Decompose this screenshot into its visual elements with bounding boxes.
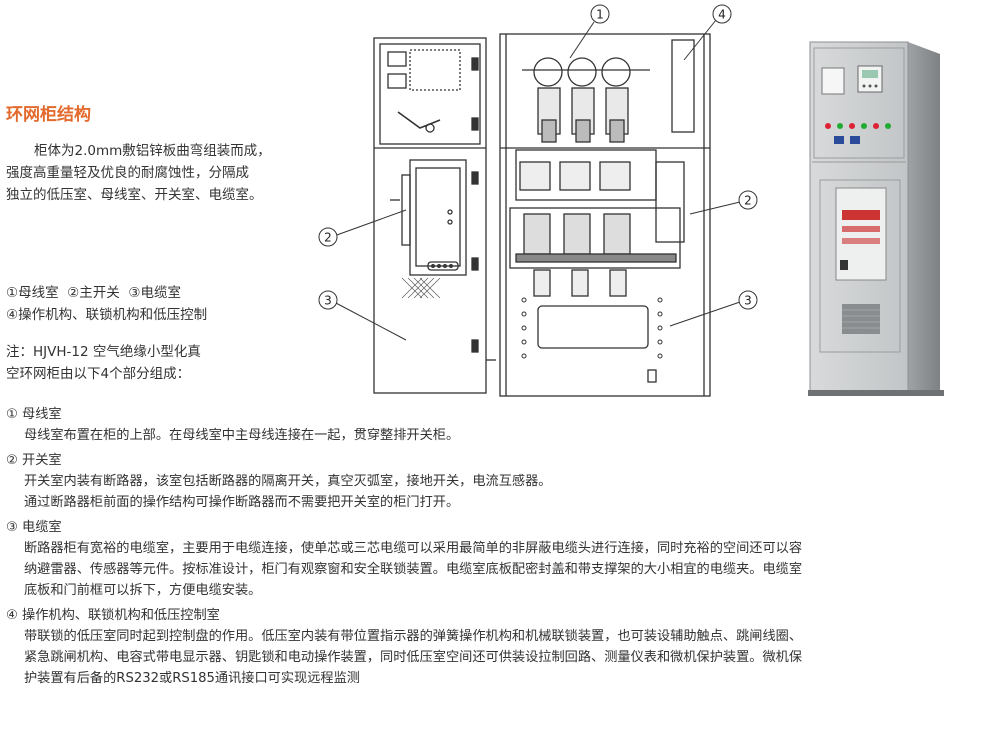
intro-line-3: 独立的低压室、母线室、开关室、电缆室。 (6, 187, 263, 203)
component-legend: ①母线室 ②主开关 ③电缆室 ④操作机构、联锁机构和低压控制 (6, 282, 207, 326)
section-cable-room: ③ 电缆室 断路器柜有宽裕的电缆室，主要用于电缆连接，使单芯或三芯电缆可以采用最… (6, 517, 984, 601)
intro-line-2: 强度高重量轻及优良的耐腐蚀性，分隔成 (6, 165, 249, 181)
svg-text:4: 4 (718, 8, 726, 22)
front-view-bolts (521, 297, 663, 359)
callout-2-right: 2 (689, 190, 758, 215)
callout-4: 4 (683, 4, 732, 61)
section-body-line: 断路器柜有宽裕的电缆室，主要用于电缆连接，使单芯或三芯电缆可以采用最简单的非屏蔽… (24, 541, 803, 556)
section-heading: ① 母线室 (6, 407, 62, 422)
section-descriptions: ① 母线室 母线室布置在柜的上部。在母线室中主母线连接在一起，贯穿整排开关柜。 … (6, 402, 984, 693)
cabinet-structure-diagram: 1 4 2 3 2 3 (318, 4, 758, 397)
section-body-line: 开关室内装有断路器，该室包括断路器的隔离开关，真空灭弧室，接地开关，电流互感器。 (24, 474, 552, 489)
callout-2-left: 2 (318, 209, 407, 247)
legend-line-2: ④操作机构、联锁机构和低压控制 (6, 307, 208, 323)
svg-text:3: 3 (324, 294, 332, 308)
section-heading: ③ 电缆室 (6, 520, 62, 535)
section-body-line: 纳避雷器、传感器等元件。按标准设计，柜门有观察窗和安全联锁装置。电缆室底板配密封… (24, 562, 803, 577)
section-body-line: 母线室布置在柜的上部。在母线室中主母线连接在一起，贯穿整排开关柜。 (24, 428, 460, 443)
callout-3-left: 3 (318, 290, 407, 341)
callout-3-right: 3 (669, 290, 758, 327)
cabinet-photo (808, 41, 944, 396)
section-operating-mechanism: ④ 操作机构、联锁机构和低压控制室 带联锁的低压室同时起到控制盘的作用。低压室内… (6, 605, 984, 689)
section-body-line: 护装置有后备的RS232或RS185通讯接口可实现远程监测 (24, 671, 360, 686)
callout-1: 1 (569, 4, 610, 59)
section-body-line: 紧急跳闸机构、电容式带电显示器、钥匙锁和电动操作装置，同时低压室空间还可供装设拉… (24, 650, 803, 665)
svg-text:3: 3 (744, 294, 752, 308)
section-heading: ④ 操作机构、联锁机构和低压控制室 (6, 608, 220, 623)
legend-line-1: ①母线室 ②主开关 ③电缆室 (6, 285, 181, 301)
section-switch-room: ② 开关室 开关室内装有断路器，该室包括断路器的隔离开关，真空灭弧室，接地开关，… (6, 450, 984, 513)
section-body-line: 带联锁的低压室同时起到控制盘的作用。低压室内装有带位置指示器的弹簧操作机构和机械… (24, 629, 803, 644)
model-note: 注：HJVH-12 空气绝缘小型化真 空环网柜由以下4个部分组成： (6, 341, 266, 385)
section-heading: ② 开关室 (6, 453, 62, 468)
svg-text:1: 1 (596, 8, 604, 22)
front-view-cabinet (499, 33, 711, 397)
intro-paragraph: 柜体为2.0mm敷铝锌板曲弯组装而成， 强度高重量轻及优良的耐腐蚀性，分隔成 独… (6, 140, 316, 206)
intro-line-1: 柜体为2.0mm敷铝锌板曲弯组装而成， (34, 143, 271, 159)
note-line-2: 空环网柜由以下4个部分组成： (6, 366, 191, 382)
note-line-1: 注：HJVH-12 空气绝缘小型化真 (6, 344, 201, 360)
side-view-cabinet (373, 37, 496, 394)
section-body-line: 底板和门前框可以拆下，方便电缆安装。 (24, 583, 262, 598)
section-body-line: 通过断路器柜前面的操作结构可操作断路器而不需要把开关室的柜门打开。 (24, 495, 460, 510)
section-busbar-room: ① 母线室 母线室布置在柜的上部。在母线室中主母线连接在一起，贯穿整排开关柜。 (6, 404, 984, 446)
page-title: 环网柜结构 (6, 105, 91, 125)
svg-text:2: 2 (744, 194, 752, 208)
svg-text:2: 2 (324, 231, 332, 245)
